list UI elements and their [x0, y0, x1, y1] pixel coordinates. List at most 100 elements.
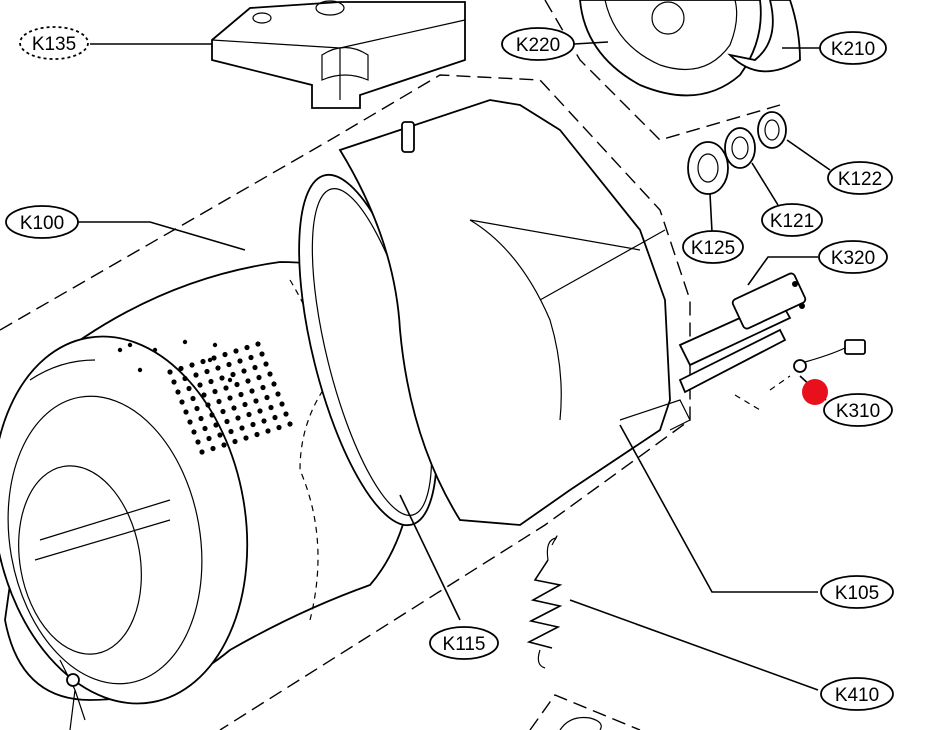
perforation-hole	[223, 385, 229, 391]
perforation-hole	[287, 421, 293, 427]
callout-k121: K121	[761, 203, 823, 237]
perforation-hole	[152, 347, 158, 353]
pulley-part	[579, 0, 801, 97]
perforation-hole	[232, 438, 238, 445]
perforation-hole	[254, 431, 260, 438]
perforation-hole	[230, 371, 236, 378]
tub-part	[338, 99, 691, 526]
callout-k125: K125	[682, 230, 744, 264]
perforation-hole	[117, 347, 123, 353]
perforation-hole	[189, 362, 195, 368]
perforation-hole	[249, 388, 255, 394]
perforation-hole	[248, 354, 254, 361]
perforation-hole	[197, 382, 203, 388]
perforation-hole	[246, 411, 252, 418]
perforation-hole	[245, 378, 251, 384]
heater-part	[678, 272, 807, 394]
perforation-hole	[239, 425, 245, 431]
callout-k115: K115	[429, 626, 499, 660]
perforation-hole	[137, 367, 143, 373]
label-k125: K125	[691, 238, 735, 259]
perforation-hole	[227, 395, 233, 401]
red-dot-marker-icon[interactable]	[802, 379, 828, 405]
perforation-hole	[237, 358, 243, 364]
callout-k105: K105	[820, 575, 894, 609]
label-k105: K105	[835, 583, 879, 604]
perforation-hole	[127, 342, 133, 348]
perforation-hole	[182, 339, 188, 345]
perforation-hole	[211, 355, 217, 361]
perforation-hole	[224, 418, 230, 425]
perforation-hole	[234, 381, 240, 388]
perforation-hole	[212, 388, 218, 395]
label-k320: K320	[831, 248, 875, 269]
perforation-hole	[210, 445, 216, 452]
label-k410: K410	[835, 685, 879, 706]
perforation-hole	[205, 402, 211, 408]
perforation-hole	[255, 341, 261, 347]
perforation-hole	[220, 408, 226, 415]
perforation-hole	[271, 381, 277, 387]
perforation-hole	[267, 371, 273, 377]
perforation-hole	[175, 389, 181, 395]
callout-k100: K100	[5, 205, 79, 239]
perforation-hole	[226, 361, 232, 368]
perforation-hole	[265, 428, 271, 434]
perforation-hole	[199, 449, 205, 455]
perforation-hole	[219, 375, 225, 381]
perforation-hole	[275, 391, 281, 397]
perforation-hole	[179, 399, 185, 405]
perforation-hole	[276, 424, 282, 431]
perforation-hole	[202, 425, 208, 432]
perforation-hole	[257, 408, 263, 414]
callout-k122: K122	[827, 161, 893, 195]
perforation-hole	[252, 364, 258, 371]
drum-perforation	[117, 339, 293, 455]
perforation-hole	[268, 404, 274, 411]
label-k121: K121	[770, 211, 814, 232]
perforation-hole	[261, 418, 267, 424]
label-k310: K310	[836, 401, 880, 422]
perforation-hole	[178, 365, 184, 372]
label-k135: K135	[32, 34, 76, 55]
perforation-hole	[182, 375, 188, 382]
perforation-hole	[279, 401, 285, 407]
perforation-hole	[238, 391, 244, 398]
perforation-hole	[263, 361, 269, 367]
cabinet-outline	[0, 0, 791, 730]
top-bracket-part	[211, 0, 466, 109]
perforation-hole	[190, 395, 196, 402]
perforation-hole	[221, 442, 227, 448]
perforation-hole	[216, 398, 222, 405]
perforation-hole	[193, 372, 199, 378]
perforation-hole	[243, 435, 249, 441]
perforation-hole	[194, 405, 200, 412]
callout-k410: K410	[820, 677, 894, 711]
callout-k220: K220	[501, 27, 575, 61]
perforation-hole	[283, 411, 289, 417]
label-k210: K210	[831, 39, 875, 60]
perforation-hole	[167, 369, 173, 375]
perforation-hole	[200, 358, 206, 365]
perforation-hole	[186, 385, 192, 392]
perforation-hole	[207, 357, 213, 363]
perforation-hole	[227, 377, 233, 383]
label-k115: K115	[443, 634, 486, 655]
perforation-hole	[187, 419, 193, 425]
bottom-parts	[59, 659, 602, 730]
perforation-hole	[250, 421, 256, 428]
perforation-hole	[206, 435, 212, 442]
perforation-hole	[241, 368, 247, 374]
perforation-hole	[235, 415, 241, 421]
perforation-hole	[231, 405, 237, 411]
perforation-hole	[228, 428, 234, 435]
perforation-hole	[195, 439, 201, 445]
perforation-hole	[244, 344, 250, 351]
perforation-hole	[171, 379, 177, 385]
leader-lines	[78, 41, 831, 691]
perforation-hole	[233, 348, 239, 354]
sensor-part	[793, 339, 866, 373]
perforation-hole	[213, 422, 219, 428]
label-k122: K122	[838, 169, 882, 190]
